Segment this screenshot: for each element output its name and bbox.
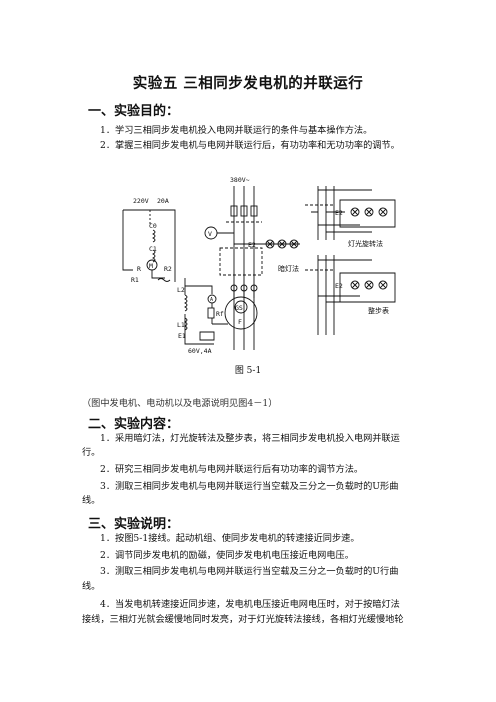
label-20a: 20A <box>157 197 169 205</box>
instruction-item-4: 4．当发电机转速接近同步速，发电机电压接近电网电压时，对于按暗灯法 <box>100 599 400 610</box>
label-c0: C0 <box>149 222 157 230</box>
content-item-1-cont: 行。 <box>82 447 101 458</box>
svg-text:E2: E2 <box>335 209 343 217</box>
label-synchroscope: 整步表 <box>368 306 389 315</box>
label-r: R <box>137 265 141 273</box>
purpose-item-2: 2．掌握三相同步发电机与电网并联运行后，有功功率和无功功率的调节。 <box>100 140 400 151</box>
label-rf: Rf <box>216 310 224 318</box>
content-item-1: 1．采用暗灯法，灯光旋转法及整步表，将三相同步发电机投入电网并联运 <box>100 433 400 444</box>
label-c1: C1 <box>149 245 157 253</box>
purpose-item-1: 1．学习三相同步发电机投入电网并联运行的条件与基本操作方法。 <box>100 125 373 136</box>
content-item-2: 2．研究三相同步发电机与电网并联运行后有功功率的调节方法。 <box>100 464 364 475</box>
instruction-item-4-cont: 接线，三相灯光就会缓慢地同时发亮，对于灯光旋转法接线，各相灯光缓慢地轮 <box>82 614 404 625</box>
label-220v: 220V <box>133 197 149 205</box>
label-a: A <box>210 297 213 303</box>
svg-text:E2: E2 <box>248 241 256 249</box>
label-l1: L1 <box>177 321 185 329</box>
fuse-3 <box>250 205 258 217</box>
svg-text:E2: E2 <box>335 282 343 290</box>
label-gs: GS <box>235 304 243 312</box>
label-e1: E1 <box>178 332 186 340</box>
content-item-3-cont: 线。 <box>82 495 101 506</box>
instruction-item-3: 3．测取三相同步发电机与电网并联运行当空载及三分之一负载时的U行曲 <box>100 566 399 577</box>
label-lamp-rotation: 灯光旋转法 <box>348 239 383 248</box>
instruction-item-2: 2．调节同步发电机的励磁，使同步发电机电压接近电网电压。 <box>100 550 354 561</box>
fuse-2 <box>240 205 248 217</box>
label-v: V <box>208 230 212 238</box>
figure-note: （图中发电机、电动机以及电源说明见图4－1） <box>82 398 278 409</box>
instruction-item-1: 1．按图5-1接线。起动机组、使同步发电机的转速接近同步速。 <box>100 533 360 544</box>
fuse-1 <box>230 205 238 217</box>
label-l2: L2 <box>177 286 185 294</box>
label-380v: 380V~ <box>230 176 250 184</box>
label-m: M <box>149 262 153 270</box>
label-60v4a: 60V,4A <box>188 347 212 355</box>
content-item-3: 3．测取三相同步发电机与电网并联运行当空载及三分之一负载时的U形曲 <box>100 481 399 492</box>
section-heading-instructions: 三、实验说明： <box>88 517 180 532</box>
section-heading-purpose: 一、实验目的： <box>88 104 180 119</box>
section-heading-content: 二、实验内容： <box>88 417 180 432</box>
label-f: F <box>238 318 242 326</box>
label-r1: R1 <box>131 276 139 284</box>
figure-caption: 图 5-1 <box>234 366 262 376</box>
label-r2: R2 <box>164 265 172 273</box>
label-dark-lamp: 暗灯法 <box>278 264 299 273</box>
instruction-item-3-cont: 线。 <box>82 581 101 592</box>
page-title: 实验五 三相同步发电机的并联运行 <box>132 76 364 92</box>
